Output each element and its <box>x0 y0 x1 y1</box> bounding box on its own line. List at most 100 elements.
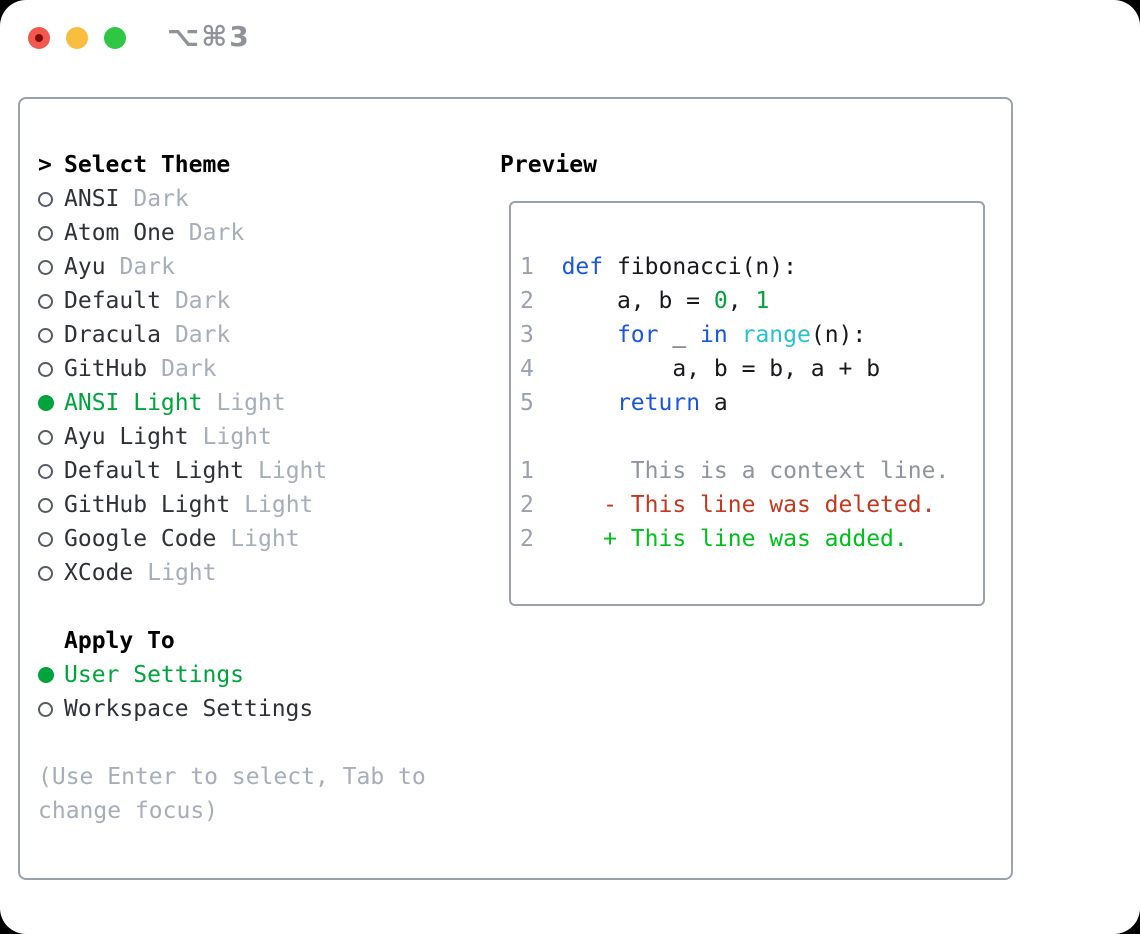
code-token-plain: a <box>700 390 728 416</box>
radio-icon <box>38 565 64 581</box>
code-token-del: - This line was deleted. <box>533 492 936 518</box>
code-token-num: 1 <box>755 288 770 314</box>
theme-item-label: XCode <box>64 560 134 586</box>
apply-to-header: Apply To <box>38 624 426 658</box>
radio-icon <box>38 191 64 207</box>
radio-selected-icon <box>38 395 64 411</box>
code-token-plain: (n): <box>810 322 867 348</box>
code-token-plain <box>534 390 617 416</box>
theme-item-label: ANSI <box>64 186 120 212</box>
apply-to-title: Apply To <box>64 628 175 654</box>
preview-code-line: 4 a, b = b, a + b <box>520 352 983 386</box>
radio-icon <box>38 701 64 717</box>
minimize-button-icon[interactable] <box>66 27 88 49</box>
theme-item-tag: Light <box>147 560 217 586</box>
line-number: 4 <box>520 356 534 382</box>
radio-icon <box>38 463 64 479</box>
traffic-lights <box>28 27 126 49</box>
select-theme-title: Select Theme <box>64 152 231 178</box>
theme-item-label: Dracula <box>64 322 161 348</box>
close-button-icon[interactable] <box>28 27 50 49</box>
theme-item-label: Google Code <box>64 526 217 552</box>
line-number: 1 <box>520 458 534 484</box>
preview-code-line: 5 return a <box>520 386 983 420</box>
theme-item-tag: Light <box>244 492 314 518</box>
theme-item-default[interactable]: Default Dark <box>38 284 426 318</box>
theme-item-tag: Dark <box>161 356 217 382</box>
apply-option-workspace-settings[interactable]: Workspace Settings <box>38 692 426 726</box>
theme-item-tag: Light <box>258 458 328 484</box>
apply-option-user-settings[interactable]: User Settings <box>38 658 426 692</box>
theme-item-ayu[interactable]: Ayu Dark <box>38 250 426 284</box>
unsaved-changes-dot-icon <box>35 34 43 42</box>
theme-item-label: Ayu Light <box>64 424 189 450</box>
code-token-plain: _ <box>658 322 701 348</box>
code-token-kw: for <box>616 322 659 348</box>
radio-icon <box>38 531 64 547</box>
theme-item-label: Default <box>64 288 161 314</box>
theme-item-tag: Dark <box>188 220 245 246</box>
theme-item-tag: Light <box>230 526 300 552</box>
line-number: 2 <box>520 288 534 314</box>
radio-selected-icon <box>38 667 64 683</box>
theme-item-label: GitHub <box>64 356 148 382</box>
code-token-plain <box>728 322 742 348</box>
theme-item-github-light[interactable]: GitHub Light Light <box>38 488 426 522</box>
theme-item-ayu-light[interactable]: Ayu Light Light <box>38 420 426 454</box>
window-title: ⌥⌘3 <box>167 20 251 53</box>
theme-item-tag: Dark <box>119 254 175 280</box>
theme-item-tag: Light <box>202 424 272 450</box>
theme-item-dracula[interactable]: Dracula Dark <box>38 318 426 352</box>
radio-icon <box>38 259 64 275</box>
select-theme-header: > Select Theme <box>38 148 426 182</box>
preview-code-line: 2 + This line was added. <box>520 522 983 556</box>
radio-icon <box>38 361 64 377</box>
theme-item-label: Ayu <box>64 254 106 280</box>
line-number: 5 <box>520 390 534 416</box>
code-token-plain <box>534 322 617 348</box>
code-token-plain: , <box>727 288 756 314</box>
prompt-icon: > <box>38 152 52 178</box>
radio-icon <box>38 497 64 513</box>
radio-icon <box>38 225 64 241</box>
radio-icon <box>38 429 64 445</box>
code-token-kw: def <box>561 254 604 280</box>
preview-title: Preview <box>500 152 597 178</box>
code-token-num: 0 <box>713 288 728 314</box>
line-number: 3 <box>520 322 534 348</box>
apply-option-label: User Settings <box>64 662 245 688</box>
theme-item-xcode[interactable]: XCode Light <box>38 556 426 590</box>
code-token-fn: range <box>741 322 811 348</box>
spacer <box>38 590 426 624</box>
line-number: 2 <box>520 526 534 552</box>
theme-item-tag: Dark <box>174 322 231 348</box>
theme-item-label: GitHub Light <box>64 492 231 518</box>
code-token-kw: in <box>700 322 728 348</box>
code-token-add: + This line was added. <box>533 526 908 552</box>
theme-item-atom-one[interactable]: Atom One Dark <box>38 216 426 250</box>
zoom-button-icon[interactable] <box>104 27 126 49</box>
theme-item-google-code[interactable]: Google Code Light <box>38 522 426 556</box>
preview-code-line: 2 - This line was deleted. <box>520 488 983 522</box>
preview-code-line: 3 for _ in range(n): <box>520 318 983 352</box>
theme-item-tag: Dark <box>133 186 189 212</box>
code-token-ctx: This is a context line. <box>533 458 950 484</box>
blank-line <box>520 420 983 454</box>
line-number: 1 <box>520 254 534 280</box>
theme-item-label: Atom One <box>64 220 175 246</box>
preview-code-line: 1 This is a context line. <box>520 454 983 488</box>
theme-item-ansi[interactable]: ANSI Dark <box>38 182 426 216</box>
theme-item-github[interactable]: GitHub Dark <box>38 352 426 386</box>
code-token-plain: fibonacci(n): <box>603 254 797 280</box>
theme-item-tag: Light <box>216 390 286 416</box>
theme-item-tag: Dark <box>174 288 231 314</box>
